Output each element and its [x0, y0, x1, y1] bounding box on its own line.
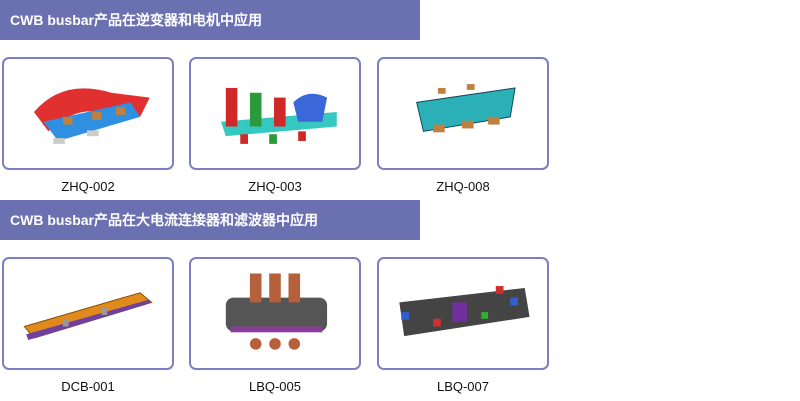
product-card-zhq-002[interactable] [2, 57, 174, 170]
product-card-lbq-005[interactable] [189, 257, 361, 370]
product-label: DCB-001 [61, 379, 115, 394]
product-card-lbq-007[interactable] [377, 257, 549, 370]
product-image-zhq-002 [33, 88, 150, 144]
section-title-inverter-motor: CWB busbar产品在逆变器和电机中应用 [0, 0, 420, 40]
product-card-dcb-001[interactable] [2, 257, 174, 370]
section-title-connector-filter: CWB busbar产品在大电流连接器和滤波器中应用 [0, 200, 420, 240]
product-label: ZHQ-008 [436, 179, 490, 194]
product-card-zhq-008[interactable] [377, 57, 549, 170]
product-image-zhq-008 [416, 84, 516, 133]
product-label: ZHQ-002 [61, 179, 115, 194]
product-image-dcb-001 [23, 292, 153, 341]
product-image-zhq-003 [220, 87, 337, 144]
product-card-zhq-003[interactable] [189, 57, 361, 170]
product-label: ZHQ-003 [248, 179, 302, 194]
product-label: LBQ-007 [436, 379, 490, 394]
product-label: LBQ-005 [248, 379, 302, 394]
product-image-lbq-007 [399, 286, 530, 337]
product-image-lbq-005 [225, 273, 328, 350]
